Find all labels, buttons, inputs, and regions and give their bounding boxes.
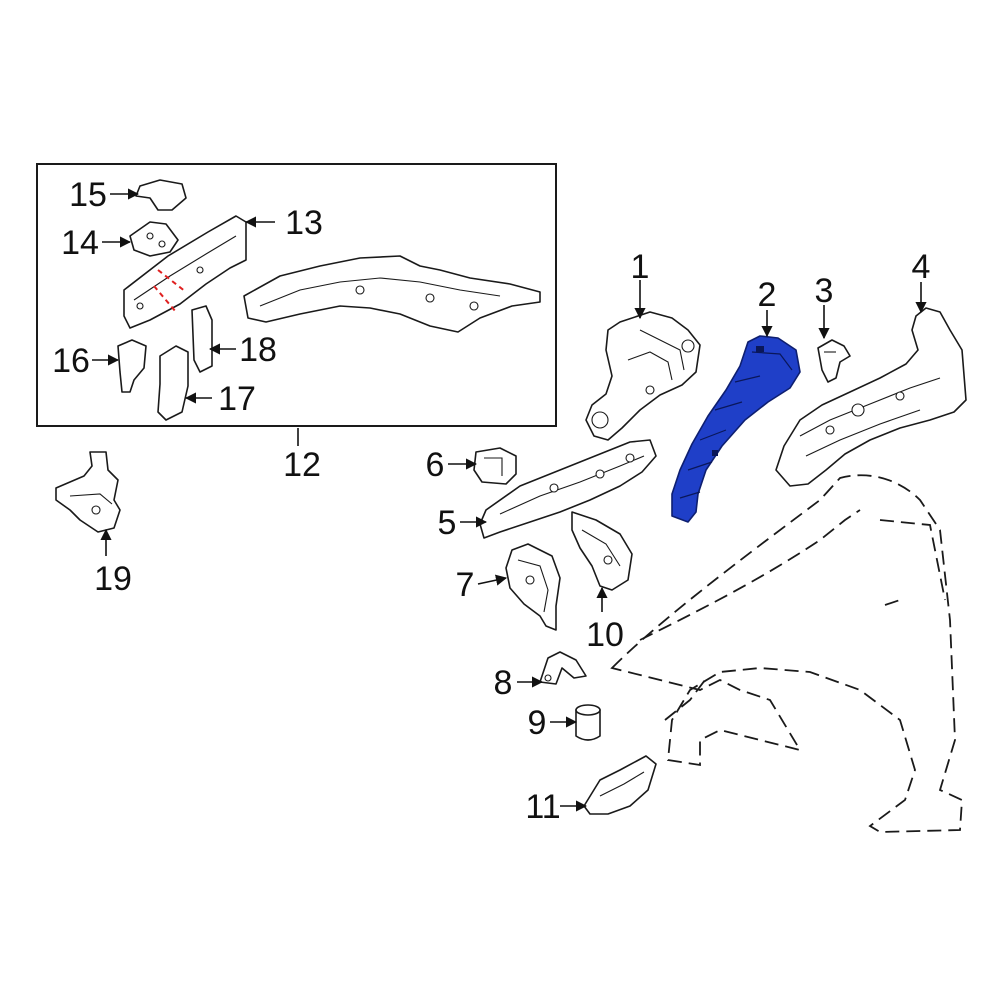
callout-15: 15	[69, 176, 107, 214]
callout-5: 5	[438, 504, 457, 542]
part-17-bracket	[157, 345, 189, 421]
callout-8: 8	[494, 664, 513, 702]
part-10-gusset	[571, 511, 633, 591]
part-3-clip	[817, 339, 851, 383]
fender-outline	[610, 474, 963, 833]
part-4-upper-rail	[775, 307, 967, 487]
callout-19: 19	[94, 560, 132, 598]
part-7-bracket	[505, 543, 561, 631]
callout-7: 7	[456, 566, 475, 604]
part-16-bracket	[117, 339, 147, 393]
part-12-assembly	[243, 255, 541, 333]
callout-12: 12	[283, 446, 321, 484]
callout-6: 6	[426, 446, 445, 484]
part-1-bracket	[585, 311, 701, 441]
callout-10: 10	[586, 616, 624, 654]
part-18-strip	[191, 305, 213, 373]
part-15-bracket	[135, 179, 187, 211]
callout-4: 4	[912, 248, 931, 286]
callout-11: 11	[525, 788, 560, 826]
callout-3: 3	[815, 272, 834, 310]
part-9-plug	[575, 704, 601, 741]
part-11-shield	[583, 755, 657, 815]
part-2-apron-highlighted	[671, 335, 801, 523]
callout-13: 13	[285, 204, 323, 242]
callout-14: 14	[61, 224, 99, 262]
leader-lines	[92, 188, 927, 812]
part-8-strap	[539, 651, 587, 685]
callout-17: 17	[218, 380, 256, 418]
callout-9: 9	[528, 704, 547, 742]
callout-1: 1	[631, 248, 650, 286]
inset-box-12	[36, 163, 557, 427]
part-6-block	[473, 447, 517, 485]
part-13-front-member	[123, 215, 247, 329]
callout-2: 2	[758, 276, 777, 314]
part-19-bracket	[55, 451, 121, 533]
callout-16: 16	[52, 342, 90, 380]
part-5-side-member	[479, 439, 657, 539]
callout-18: 18	[239, 331, 277, 369]
part-14-plate	[129, 221, 179, 257]
